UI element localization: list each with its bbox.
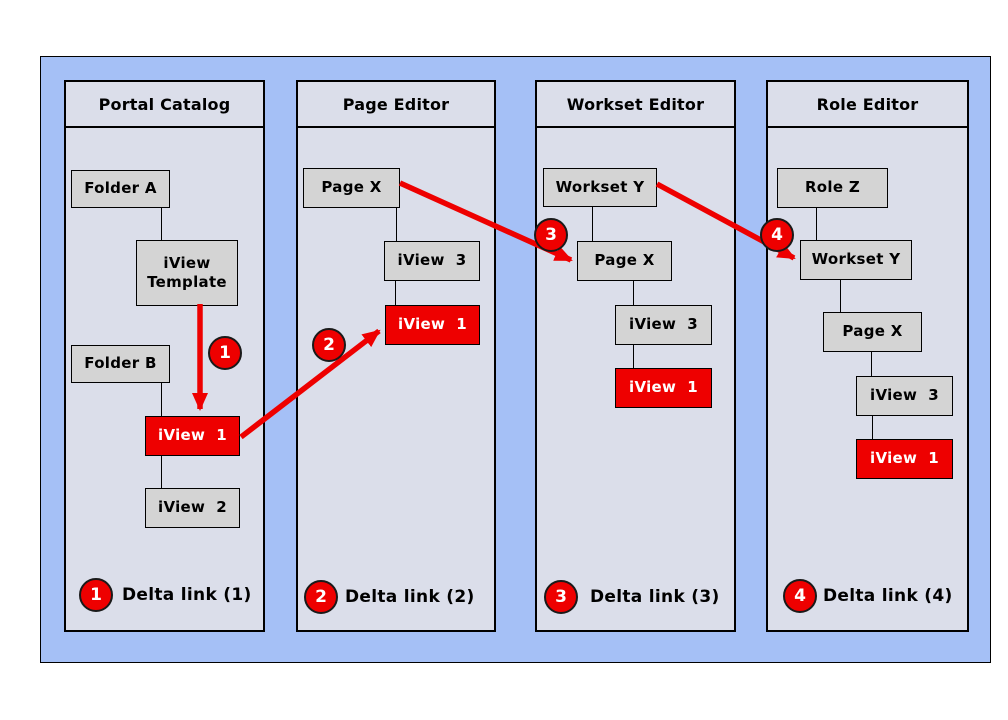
connector-line <box>872 416 873 439</box>
node-page-x: Page X <box>823 312 922 352</box>
legend-marker-1: 1 <box>79 578 113 612</box>
panel-title-page-editor: Page Editor <box>298 82 494 128</box>
legend-label-1: Delta link (1) <box>122 585 252 605</box>
node-folder-a: Folder A <box>71 170 170 208</box>
node-page-x: Page X <box>577 241 672 281</box>
legend-label-2: Delta link (2) <box>345 587 475 607</box>
legend-marker-3: 3 <box>544 580 578 614</box>
node-page-x: Page X <box>303 168 400 208</box>
panel-workset-editor: Workset Editor <box>535 80 736 632</box>
node-iview-3: iView 3 <box>384 241 480 281</box>
node-role-z: Role Z <box>777 168 888 208</box>
connector-line <box>395 281 396 306</box>
connector-line <box>396 208 397 241</box>
connector-line <box>871 352 872 376</box>
node-workset-y: Workset Y <box>543 168 657 207</box>
flow-marker-1: 1 <box>208 336 242 370</box>
connector-line <box>840 280 841 312</box>
node-iview-2: iView 2 <box>145 488 240 528</box>
connector-line <box>633 345 634 368</box>
node-iview-1-highlighted: iView 1 <box>385 305 480 345</box>
legend-label-4: Delta link (4) <box>823 586 953 606</box>
panel-title-workset-editor: Workset Editor <box>537 82 734 128</box>
connector-line <box>161 208 162 240</box>
panel-title-role-editor: Role Editor <box>768 82 967 128</box>
legend-label-3: Delta link (3) <box>590 587 720 607</box>
node-iview-template: iView Template <box>136 240 238 306</box>
connector-line <box>161 456 162 488</box>
node-iview-1-highlighted: iView 1 <box>615 368 712 408</box>
node-folder-b: Folder B <box>71 345 170 383</box>
flow-marker-4: 4 <box>760 218 794 252</box>
node-iview-3: iView 3 <box>615 305 712 345</box>
node-iview-3: iView 3 <box>856 376 953 416</box>
connector-line <box>161 383 162 416</box>
legend-marker-4: 4 <box>783 579 817 613</box>
connector-line <box>592 207 593 241</box>
connector-line <box>816 208 817 240</box>
node-iview-1-highlighted: iView 1 <box>856 439 953 479</box>
panel-role-editor: Role Editor <box>766 80 969 632</box>
legend-marker-2: 2 <box>304 580 338 614</box>
flow-marker-2: 2 <box>312 328 346 362</box>
flow-marker-3: 3 <box>534 218 568 252</box>
node-workset-y: Workset Y <box>800 240 912 280</box>
panel-title-portal-catalog: Portal Catalog <box>66 82 263 128</box>
connector-line <box>633 281 634 305</box>
node-iview-1-highlighted: iView 1 <box>145 416 240 456</box>
